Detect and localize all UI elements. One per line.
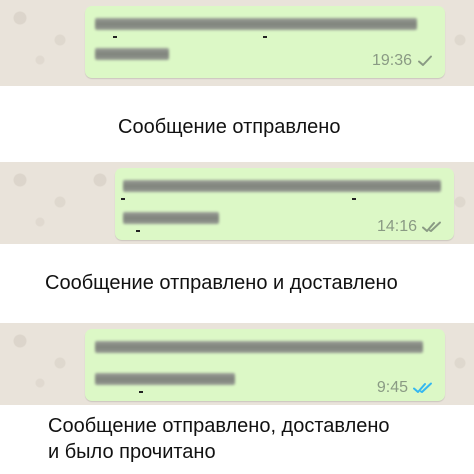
message-bubble[interactable]: 9:45 — [85, 329, 445, 401]
message-time: 19:36 — [371, 52, 412, 69]
blurred-text-line — [95, 341, 423, 353]
caption-read-line-1: Сообщение отправлено, доставлено — [48, 415, 390, 437]
text-fragment — [121, 198, 125, 200]
message-bubble[interactable]: 14:16 — [115, 168, 454, 240]
message-bubble[interactable]: 19:36 — [85, 6, 445, 78]
text-fragment — [136, 230, 140, 232]
single-check-icon — [418, 55, 432, 66]
caption-read-line-2: и было прочитано — [48, 441, 216, 463]
caption-sent: Сообщение отправлено — [118, 116, 341, 138]
text-fragment — [352, 198, 356, 200]
text-fragment — [139, 391, 143, 393]
chat-panel-read: 9:45 — [0, 323, 474, 405]
text-fragment — [113, 36, 117, 38]
blurred-text-line — [123, 212, 219, 224]
caption-delivered: Сообщение отправлено и доставлено — [45, 272, 398, 294]
blurred-text-line — [95, 18, 417, 30]
blurred-text-line — [95, 48, 169, 60]
message-meta: 9:45 — [377, 379, 433, 397]
message-meta: 19:36 — [372, 52, 433, 70]
text-fragment — [263, 36, 267, 38]
chat-panel-delivered: 14:16 — [0, 162, 474, 244]
double-check-icon — [422, 221, 441, 232]
chat-panel-sent: 19:36 — [0, 0, 474, 86]
message-time: 14:16 — [376, 218, 417, 235]
message-meta: 14:16 — [377, 218, 442, 236]
blurred-text-line — [123, 180, 441, 192]
blurred-text-line — [95, 373, 235, 385]
blue-double-check-icon — [413, 382, 432, 393]
message-time: 9:45 — [376, 379, 408, 396]
